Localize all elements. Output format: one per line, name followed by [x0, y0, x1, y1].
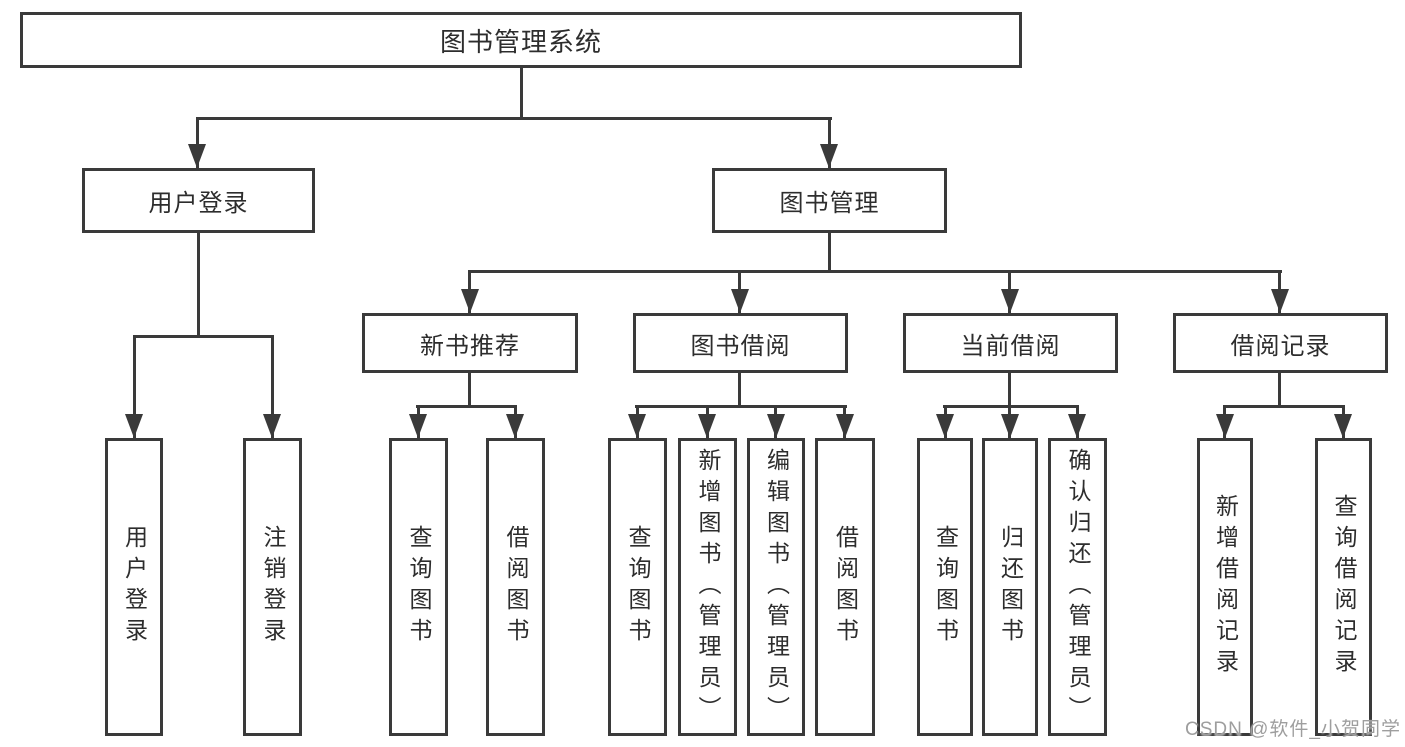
leaf-query-books-current-label: 查询图书	[932, 525, 959, 649]
leaf-query-books-current: 查询图书	[917, 438, 973, 736]
node-user-login-label: 用户登录	[148, 190, 249, 217]
arrowhead-down-icon	[936, 414, 954, 438]
node-new-book-recommend-label: 新书推荐	[420, 332, 520, 360]
connector-vline	[828, 233, 831, 270]
connector-hline	[196, 117, 832, 120]
node-book-management: 图书管理	[712, 168, 947, 233]
connector-hline	[133, 335, 274, 338]
connector-vline	[520, 68, 523, 117]
leaf-return-books: 归还图书	[982, 438, 1038, 736]
arrowhead-down-icon	[1216, 414, 1234, 438]
leaf-query-books-borrow: 查询图书	[608, 438, 667, 736]
leaf-add-books-admin-label: 新增图书（管理员）	[695, 447, 721, 727]
arrowhead-down-icon	[836, 414, 854, 438]
arrowhead-down-icon	[698, 414, 716, 438]
node-root: 图书管理系统	[20, 12, 1022, 68]
connector-vline	[196, 117, 199, 168]
arrowhead-down-icon	[628, 414, 646, 438]
node-root-label: 图书管理系统	[439, 26, 602, 57]
arrowhead-down-icon	[1334, 414, 1352, 438]
connector-hline	[1223, 405, 1345, 408]
connector-vline	[1008, 373, 1011, 405]
connector-hline	[416, 405, 517, 408]
arrowhead-down-icon	[125, 414, 143, 438]
leaf-query-borrow-record-label: 查询借阅记录	[1331, 494, 1357, 680]
leaf-borrow-books-recommend: 借阅图书	[486, 438, 545, 736]
leaf-confirm-return-admin-label: 确认归还（管理员）	[1065, 447, 1091, 727]
arrowhead-down-icon	[461, 289, 479, 313]
leaf-user-login: 用户登录	[105, 438, 163, 736]
arrowhead-down-icon	[188, 144, 206, 168]
node-borrow-records-label: 借阅记录	[1230, 332, 1331, 360]
connector-vline	[828, 117, 831, 168]
csdn-watermark: CSDN @软件_小贺同学	[1185, 719, 1401, 740]
leaf-borrow-books-recommend-label: 借阅图书	[503, 525, 529, 649]
arrowhead-down-icon	[263, 414, 281, 438]
arrowhead-down-icon	[1001, 289, 1019, 313]
node-book-borrow-label: 图书借阅	[690, 332, 791, 360]
leaf-query-books-recommend: 查询图书	[389, 438, 448, 736]
leaf-user-login-label: 用户登录	[121, 525, 148, 649]
arrowhead-down-icon	[1068, 414, 1086, 438]
arrowhead-down-icon	[409, 414, 427, 438]
leaf-query-borrow-record: 查询借阅记录	[1315, 438, 1372, 736]
leaf-edit-books-admin-label: 编辑图书（管理员）	[763, 447, 790, 727]
connector-hline	[943, 405, 1079, 408]
connector-hline	[468, 270, 1282, 273]
leaf-logout-label: 注销登录	[260, 525, 286, 649]
connector-vline	[1278, 373, 1281, 405]
arrowhead-down-icon	[506, 414, 524, 438]
leaf-return-books-label: 归还图书	[997, 525, 1024, 649]
leaf-edit-books-admin: 编辑图书（管理员）	[747, 438, 805, 736]
leaf-add-borrow-record-label: 新增借阅记录	[1212, 494, 1239, 680]
node-current-borrow-label: 当前借阅	[960, 332, 1061, 360]
leaf-borrow-books-label: 借阅图书	[832, 525, 859, 649]
leaf-add-borrow-record: 新增借阅记录	[1197, 438, 1253, 736]
leaf-query-books-borrow-label: 查询图书	[625, 525, 651, 649]
arrowhead-down-icon	[1271, 289, 1289, 313]
leaf-logout: 注销登录	[243, 438, 302, 736]
leaf-confirm-return-admin: 确认归还（管理员）	[1048, 438, 1107, 736]
connector-vline	[271, 335, 274, 438]
connector-vline	[133, 335, 136, 438]
node-new-book-recommend: 新书推荐	[362, 313, 578, 373]
leaf-add-books-admin: 新增图书（管理员）	[678, 438, 737, 736]
node-current-borrow: 当前借阅	[903, 313, 1118, 373]
arrowhead-down-icon	[820, 144, 838, 168]
connector-vline	[738, 373, 741, 405]
arrowhead-down-icon	[1001, 414, 1019, 438]
connector-hline	[635, 405, 847, 408]
leaf-query-books-recommend-label: 查询图书	[406, 525, 432, 649]
connector-vline	[197, 233, 200, 335]
connector-vline	[468, 373, 471, 405]
node-user-login: 用户登录	[82, 168, 315, 233]
node-book-borrow: 图书借阅	[633, 313, 848, 373]
arrowhead-down-icon	[767, 414, 785, 438]
node-book-management-label: 图书管理	[779, 190, 880, 217]
leaf-borrow-books: 借阅图书	[815, 438, 875, 736]
node-borrow-records: 借阅记录	[1173, 313, 1388, 373]
arrowhead-down-icon	[731, 289, 749, 313]
